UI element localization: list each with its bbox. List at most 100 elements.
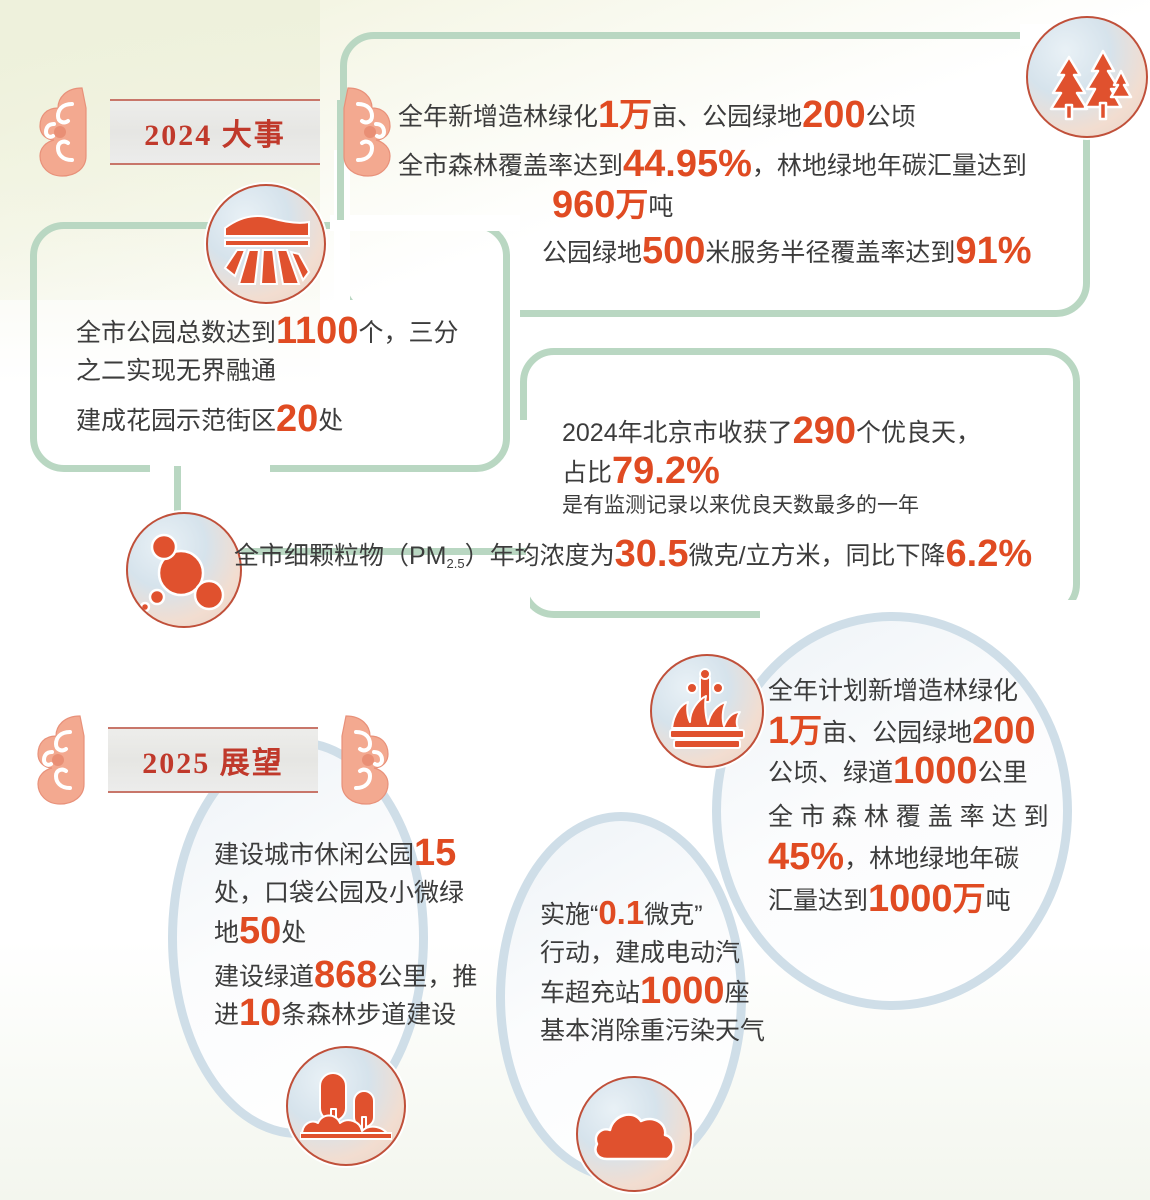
highlight-value: 868 xyxy=(314,954,378,996)
text-cityparks-line4: 建设绿道868公里，推 xyxy=(214,956,494,996)
highlight-value: 50 xyxy=(239,910,282,952)
highlight-value: 1100 xyxy=(276,310,359,352)
highlight-value: 200 xyxy=(802,94,866,136)
ornament-dot xyxy=(363,126,376,138)
text-run: 个，三分 xyxy=(358,319,459,347)
highlight-value: 万 xyxy=(789,712,823,749)
highlight-value: 1000 xyxy=(893,750,978,792)
text-airdays-line3: 是有监测记录以来优良天数最多的一年 xyxy=(562,490,1082,522)
text-run: 进 xyxy=(214,1001,240,1029)
highlight-value: 10 xyxy=(239,992,282,1034)
connector-stub-forest xyxy=(337,100,344,220)
banner-2025-label: 2025 展望 xyxy=(142,747,284,780)
text-cityparks-line5: 进10条森林步道建设 xyxy=(214,994,494,1034)
text-run: ，林地绿地年碳 xyxy=(844,845,1020,873)
text-run: 公顷 xyxy=(865,103,916,131)
text-run: 建设绿道 xyxy=(214,963,315,991)
banner-2024: 2024 大事 xyxy=(39,84,391,180)
text-run: 全 市 森 林 覆 盖 率 达 到 xyxy=(768,803,1049,831)
particulate-dots-icon xyxy=(139,533,225,613)
text-run: 2.5 xyxy=(446,556,465,571)
highlight-value: 0.1 xyxy=(598,894,645,931)
highlight-value: 200 xyxy=(972,710,1036,752)
text-forest-line2: 全市森林覆盖率达到44.95%，林地绿地年碳汇量达到 xyxy=(398,145,1058,185)
text-run: 之二实现无界融通 xyxy=(76,357,277,385)
text-run: 全市公园总数达到 xyxy=(76,319,277,347)
text-forest-line1: 全年新增造林绿化1万亩、公园绿地200公顷 xyxy=(398,96,1038,136)
highlight-value: 万 xyxy=(619,96,653,133)
highlight-value: 6.2% xyxy=(945,533,1033,575)
highlight-value: 960 xyxy=(552,184,616,226)
cloud-icon xyxy=(594,1113,675,1161)
highlight-value: 30.5 xyxy=(614,533,689,575)
text-run: 全年计划新增造林绿化 xyxy=(768,677,1019,705)
text-air-line4: 基本消除重污染天气 xyxy=(540,1012,780,1050)
text-greening-line3: 公顷、绿道1000公里 xyxy=(768,752,1068,792)
cloud-ornament-left-icon xyxy=(37,715,85,805)
text-run: 汇量达到 xyxy=(768,887,869,915)
text-run: 个优良天， xyxy=(856,419,982,447)
text-run: 全市细颗粒物（PM xyxy=(234,542,447,570)
frame-mask-airdays-left xyxy=(514,420,530,630)
text-run: 公里，推 xyxy=(377,963,478,991)
text-run: 占比 xyxy=(562,459,613,487)
text-run: 基本消除重污染天气 xyxy=(540,1017,766,1045)
text-run: 公顷、绿道 xyxy=(768,759,894,787)
frame-mask-parks-bottom-left xyxy=(150,465,270,485)
text-airdays-line1: 2024年北京市收获了290个优良天， xyxy=(562,412,1082,452)
text-cityparks-line2: 处，口袋公园及小微绿 xyxy=(214,874,494,912)
text-run: ，林地绿地年碳汇量达到 xyxy=(751,152,1027,180)
badge-particles xyxy=(126,512,242,628)
text-air-line2: 行动，建成电动汽 xyxy=(540,934,780,972)
text-run: 处 xyxy=(281,919,307,947)
text-forest-line3: 960万吨 xyxy=(552,186,952,226)
plant-sprout-icon xyxy=(669,668,745,749)
cloud-ornament-left-icon xyxy=(39,87,87,177)
badge-park xyxy=(286,1046,406,1166)
text-pm25-line1: 全市细颗粒物（PM2.5）年均浓度为30.5微克/立方米，同比下降6.2% xyxy=(234,535,1114,575)
banner-2024-label: 2024 大事 xyxy=(144,119,286,152)
highlight-value: 44.95% xyxy=(623,143,752,185)
text-parks-line2: 之二实现无界融通 xyxy=(76,352,506,390)
highlight-value: 20 xyxy=(276,398,319,440)
highlight-value: 500 xyxy=(642,230,706,272)
badge-forest xyxy=(1026,16,1148,138)
highlight-value: 45% xyxy=(768,836,845,878)
text-greening-line2: 1万亩、公园绿地200 xyxy=(768,712,1068,752)
banner-2025: 2025 展望 xyxy=(37,712,389,808)
text-forest-line4: 公园绿地500米服务半径覆盖率达到91% xyxy=(542,232,1062,272)
highlight-value: 1 xyxy=(598,94,620,136)
highlight-value: 15 xyxy=(414,832,457,874)
text-run: 建设城市休闲公园 xyxy=(214,841,415,869)
badge-cloud xyxy=(576,1076,692,1192)
text-run: 吨 xyxy=(985,887,1011,915)
banner-2025-plate: 2025 展望 xyxy=(108,727,318,793)
text-air-line1: 实施“0.1微克” xyxy=(540,896,780,934)
connector-stub-airdays xyxy=(226,548,526,555)
highlight-value: 1000 xyxy=(868,878,953,920)
text-run: 行动，建成电动汽 xyxy=(540,939,741,967)
text-cityparks-line3: 地50处 xyxy=(214,912,494,952)
text-run: 实施“ xyxy=(540,901,599,929)
text-run: 米服务半径覆盖率达到 xyxy=(705,239,956,267)
text-greening-line5: 45%，林地绿地年碳 xyxy=(768,838,1068,878)
text-run: 吨 xyxy=(648,193,674,221)
badge-farmland xyxy=(206,184,326,304)
ornament-dot xyxy=(361,754,374,766)
connector-stub-pm25 xyxy=(174,466,181,536)
highlight-value: 1 xyxy=(768,710,790,752)
text-cityparks-line1: 建设城市休闲公园15 xyxy=(214,834,494,874)
text-parks-line3: 建成花园示范街区20处 xyxy=(76,400,506,440)
text-run: 地 xyxy=(214,919,240,947)
frame-mask-forest-bottom-left xyxy=(340,300,520,324)
text-run: 座 xyxy=(724,979,750,1007)
text-run: ” xyxy=(694,901,703,929)
text-run: 是有监测记录以来优良天数最多的一年 xyxy=(562,494,919,517)
text-run: 公园绿地 xyxy=(542,239,643,267)
text-run: 处，口袋公园及小微绿 xyxy=(214,879,465,907)
frame-mask-parks-top-right xyxy=(330,215,520,231)
text-greening-line1: 全年计划新增造林绿化 xyxy=(768,672,1068,710)
text-air-line3: 车超充站1000座 xyxy=(540,972,780,1012)
text-greening-line6: 汇量达到1000万吨 xyxy=(768,880,1068,920)
text-run: ）年均浓度为 xyxy=(464,542,615,570)
